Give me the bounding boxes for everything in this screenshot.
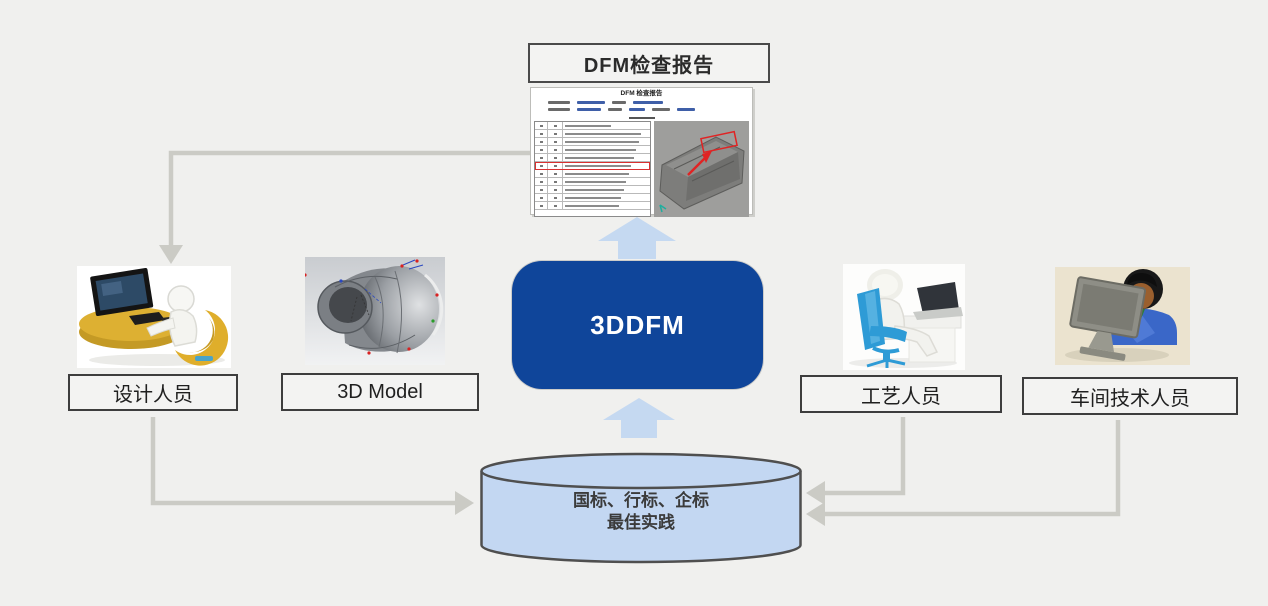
report-title-box: DFM检查报告 — [528, 43, 770, 83]
report-table-row — [535, 186, 650, 194]
report-doc-header-fields — [534, 98, 749, 115]
report-table-row — [535, 170, 650, 178]
report-table-row — [535, 130, 650, 138]
arrow-designer-to-database — [150, 417, 474, 515]
label-process-engineer: 工艺人员 — [800, 375, 1002, 413]
label-designer: 设计人员 — [68, 374, 238, 411]
cad-3d-model-illustration — [305, 257, 445, 365]
report-table-row — [535, 202, 650, 210]
label-3d-model: 3D Model — [281, 373, 479, 411]
database-cylinder — [480, 452, 802, 564]
report-table-row — [535, 154, 650, 162]
node-3ddfm: 3DDFM — [512, 261, 763, 389]
designer-at-desk-illustration — [77, 266, 231, 368]
database-label-line2: 最佳实践 — [607, 513, 675, 532]
technician-with-monitor-icon — [1055, 267, 1190, 365]
report-title-text: DFM检查报告 — [583, 54, 715, 77]
label-process-engineer-text: 工艺人员 — [861, 385, 941, 408]
database-label: 国标、行标、企标 最佳实践 — [480, 490, 802, 534]
dfm-report-document: DFM 检查报告 — [530, 87, 753, 217]
report-doc-subheader — [534, 115, 749, 121]
arrow-workshop-to-database — [806, 420, 1121, 526]
report-table-row — [535, 138, 650, 146]
report-table-row — [535, 178, 650, 186]
label-workshop-technician: 车间技术人员 — [1022, 377, 1238, 415]
report-table-row — [535, 122, 650, 130]
report-doc-heading: DFM 检查报告 — [620, 90, 663, 97]
report-table-row — [535, 146, 650, 154]
node-3ddfm-label: 3DDFM — [590, 309, 685, 340]
engineer-at-laptop-illustration — [843, 264, 965, 370]
report-table-row — [535, 194, 650, 202]
database-label-line1: 国标、行标、企标 — [573, 491, 709, 510]
arrow-process-to-database — [806, 417, 906, 505]
arrow-report-to-designer — [159, 150, 530, 264]
report-issues-table — [534, 121, 651, 217]
label-3d-model-text: 3D Model — [337, 380, 423, 403]
label-designer-text: 设计人员 — [113, 384, 193, 406]
report-part-image — [654, 121, 749, 217]
arrow-3ddfm-to-report — [598, 217, 676, 259]
report-table-row — [535, 162, 650, 170]
arrow-database-to-3ddfm — [603, 398, 675, 438]
label-workshop-technician-text: 车间技术人员 — [1070, 387, 1190, 410]
